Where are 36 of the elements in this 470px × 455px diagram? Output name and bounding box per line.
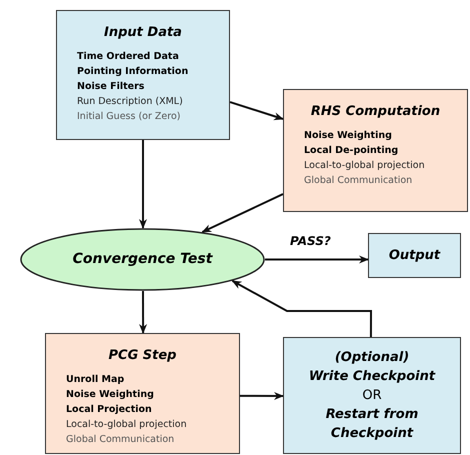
arrow [232, 280, 372, 337]
arrow [139, 291, 148, 334]
list-item: Local De-pointing [304, 144, 400, 158]
process-box [283, 337, 461, 454]
connector-word: OR [362, 387, 382, 405]
process-box [45, 333, 240, 454]
list-item: Global Communication [66, 432, 176, 446]
node-title: (Optional) [334, 349, 410, 367]
list-item: Run Description (XML) [77, 94, 184, 108]
process-box [368, 233, 461, 278]
edge-label: PASS? [288, 234, 333, 248]
node-title: Write Checkpoint [308, 368, 436, 386]
process-box [56, 10, 230, 140]
list-item: Local-to-global projection [66, 418, 188, 432]
list-item: Noise Weighting [304, 128, 393, 142]
node-title: Restart from Checkpoint [324, 406, 420, 443]
arrow [230, 101, 284, 120]
list-item: Noise Weighting [66, 388, 155, 402]
list-item: Global Communication [304, 174, 414, 188]
arrow [139, 140, 147, 229]
node-title: Convergence Test [72, 250, 212, 269]
list-item: Local Projection [66, 402, 153, 416]
node-title: Input Data [104, 24, 182, 42]
list-item: Noise Filters [77, 80, 146, 94]
list-item: Local-to-global projection [304, 158, 426, 172]
node-title: PCG Step [108, 347, 176, 365]
node-title: Output [388, 247, 440, 265]
arrow [240, 392, 284, 400]
list-item: Time Ordered Data [77, 50, 180, 64]
list-item: Unroll Map [66, 372, 126, 386]
arrow [201, 193, 284, 233]
list-item: Pointing Information [77, 64, 190, 78]
list-item: Initial Guess (or Zero) [77, 110, 182, 124]
process-box [283, 89, 468, 212]
arrow [265, 256, 369, 264]
node-title: RHS Computation [310, 103, 440, 121]
